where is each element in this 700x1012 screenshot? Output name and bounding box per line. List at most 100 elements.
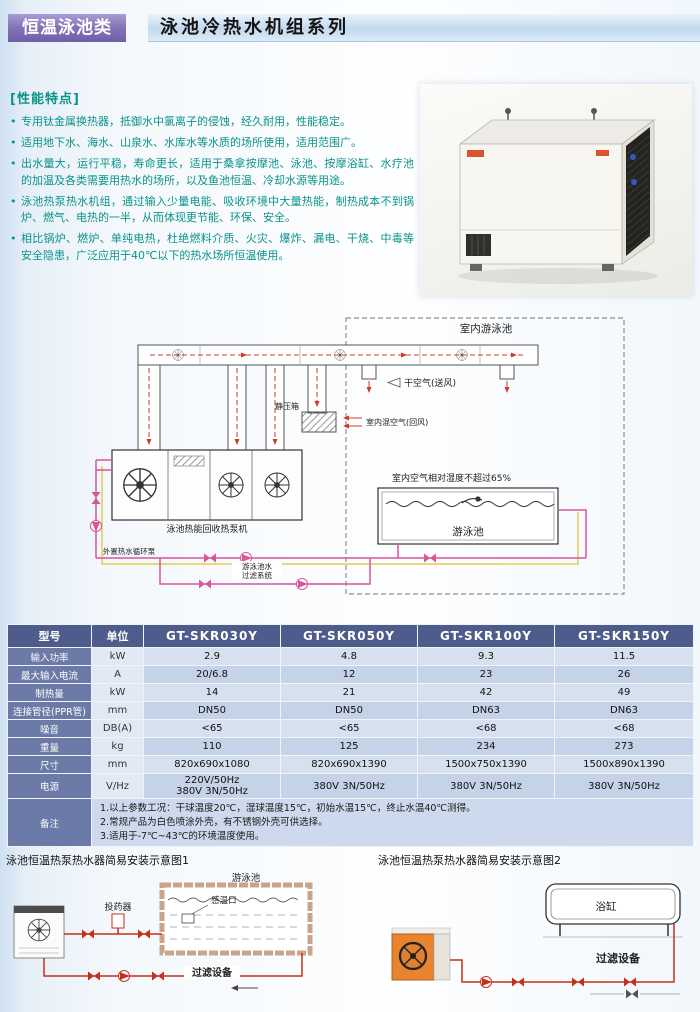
brand-logo	[467, 150, 484, 157]
blue-knob-icon	[631, 179, 637, 185]
heat-pump-unit	[13, 905, 65, 959]
bathtub	[545, 883, 681, 936]
features-list: 专用钛金属换热器，抵御水中氯离子的侵蚀，经久耐用，性能稳定。适用地下水、海水、山…	[10, 114, 414, 264]
spec-row-label: 制热量	[7, 683, 92, 702]
spec-value-cell: 1500x890x1390	[554, 755, 694, 774]
pump-icon	[90, 520, 102, 532]
spec-value-cell: 14	[143, 683, 281, 702]
install-1-title: 泳池恒温热泵热水器简易安装示意图1	[6, 854, 189, 867]
spec-value-cell: 820x690x1390	[280, 755, 418, 774]
front-vent	[466, 234, 491, 256]
pump-icon	[480, 976, 492, 988]
valve-icon	[424, 553, 436, 563]
install-diagram-1: 泳池恒温热泵热水器简易安装示意图1 游泳池 感温口 投药器	[6, 852, 358, 1006]
system-diagram-svg: 室内游泳池	[90, 317, 625, 595]
spec-value-cell: 380V 3N/50Hz	[417, 773, 555, 799]
pool-label: 游泳池	[452, 525, 484, 538]
notes-label: 备注	[7, 797, 92, 848]
pump-icon	[118, 970, 130, 982]
spec-unit-cell: mm	[91, 755, 144, 774]
room-label: 室内游泳池	[460, 322, 513, 335]
airflow-lines	[146, 352, 526, 445]
spec-row: 重量 kg 110 125 234 273	[7, 737, 694, 756]
product-photo	[420, 84, 692, 296]
spec-value-cell: 20/6.8	[143, 665, 281, 684]
spec-value-cell: 273	[554, 737, 694, 756]
col-header-gt-skr100y: GT-SKR100Y	[417, 624, 555, 648]
feature-text: 专用钛金属换热器，抵御水中氯离子的侵蚀，经久耐用，性能稳定。	[21, 115, 351, 128]
spec-value-cell: 49	[554, 683, 694, 702]
spec-value-cell: 9.3	[417, 647, 555, 666]
external-pump-label: 外置热水循环泵	[103, 546, 156, 556]
feature-text: 适用地下水、海水、山泉水、水库水等水质的场所使用，适用范围广。	[21, 136, 362, 149]
spec-value-cell: <65	[143, 719, 281, 738]
spec-unit-cell: DB(A)	[91, 719, 144, 738]
spec-unit-cell: kg	[91, 737, 144, 756]
spec-value-cell: 21	[280, 683, 418, 702]
sensor-label: 感温口	[211, 895, 237, 906]
supply-air-label: 干空气(送风)	[404, 377, 456, 389]
valve-icon	[88, 971, 100, 981]
spec-row-label: 尺寸	[7, 755, 92, 774]
spec-value-cell: <68	[554, 719, 694, 738]
spec-row-label: 电源	[7, 773, 92, 799]
tub-label: 浴缸	[596, 900, 617, 913]
spec-value-cell: 23	[417, 665, 555, 684]
install-2-title: 泳池恒温热泵热水器简易安装示意图2	[378, 854, 561, 867]
col-header-model-field: 型号	[7, 624, 92, 648]
spec-unit-cell: mm	[91, 701, 144, 720]
spec-row: 电源 V/Hz 220V/50Hz 380V 3N/50Hz 380V 3N/5…	[7, 773, 694, 799]
install-1-svg: 游泳池 感温口 投药器	[13, 872, 313, 991]
spec-row: 输入功率 kW 2.9 4.8 9.3 11.5	[7, 647, 694, 666]
static-pressure-box	[301, 411, 337, 433]
fan-icon	[218, 472, 244, 498]
valve-icon	[82, 929, 94, 939]
notes-row: 备注 1.以上参数工况：干球温度20℃，湿球温度15℃，初始水温15℃，终止水温…	[7, 797, 694, 848]
feature-item: 泳池热泵热水机组，通过输入少量电能、吸收环境中大量热能，制热成本不到锅炉、燃气、…	[10, 194, 414, 227]
valve-icon	[624, 977, 636, 987]
spec-value-cell: DN50	[143, 701, 281, 720]
spec-row: 尺寸 mm 820x690x1080 820x690x1390 1500x750…	[7, 755, 694, 774]
spec-value-cell: 4.8	[280, 647, 418, 666]
note-line: 2.常规产品为白色喷涂外壳，有不锈钢外壳可供选择。	[100, 816, 328, 828]
pool	[377, 487, 559, 545]
fan-icon	[27, 918, 51, 942]
spec-value-cell: 12	[280, 665, 418, 684]
col-header-gt-skr050y: GT-SKR050Y	[280, 624, 418, 648]
spec-value-cell: 820x690x1080	[143, 755, 281, 774]
spec-value-cell: 110	[143, 737, 281, 756]
valve-icon	[512, 977, 524, 987]
return-air-arrows	[343, 415, 362, 429]
filter-label: 过滤设备	[596, 951, 641, 965]
spec-row-label: 最大输入电流	[7, 665, 92, 684]
spec-value-cell: <68	[417, 719, 555, 738]
heat-recovery-unit	[111, 449, 303, 521]
pool-label: 游泳池	[232, 872, 261, 884]
spec-value-cell: 42	[417, 683, 555, 702]
install-2-svg: 浴缸 过滤设备	[391, 883, 683, 999]
spec-value-cell: 125	[280, 737, 418, 756]
supply-air-arrow-icon	[386, 377, 401, 388]
heat-pump-unit	[391, 927, 451, 981]
page-title: 泳池冷热水机组系列	[160, 17, 349, 38]
air-ducts	[137, 344, 539, 454]
water-wave	[385, 501, 555, 507]
col-header-gt-skr150y: GT-SKR150Y	[554, 624, 694, 648]
spec-row: 连接管径(PPR管) mm DN50 DN50 DN63 DN63	[7, 701, 694, 720]
spec-value-cell: 26	[554, 665, 694, 684]
doser-device	[111, 913, 125, 929]
spec-unit-cell: A	[91, 665, 144, 684]
fan-hub	[410, 953, 416, 959]
blue-knob-icon	[630, 154, 636, 160]
spec-value-cell: 11.5	[554, 647, 694, 666]
static-box-label: 静压箱	[275, 401, 299, 411]
spec-unit-cell: kW	[91, 683, 144, 702]
spec-row: 噪音 DB(A) <65 <65 <68 <68	[7, 719, 694, 738]
hot-water-piping	[90, 459, 587, 590]
spec-row-label: 重量	[7, 737, 92, 756]
filter-label: 过滤设备	[192, 966, 233, 979]
spec-value-cell: <65	[280, 719, 418, 738]
spec-row: 制热量 kW 14 21 42 49	[7, 683, 694, 702]
feature-item: 相比锅炉、燃炉、单纯电热，杜绝燃料介质、火灾、爆炸、漏电、干烧、中毒等安全隐患，…	[10, 231, 414, 264]
